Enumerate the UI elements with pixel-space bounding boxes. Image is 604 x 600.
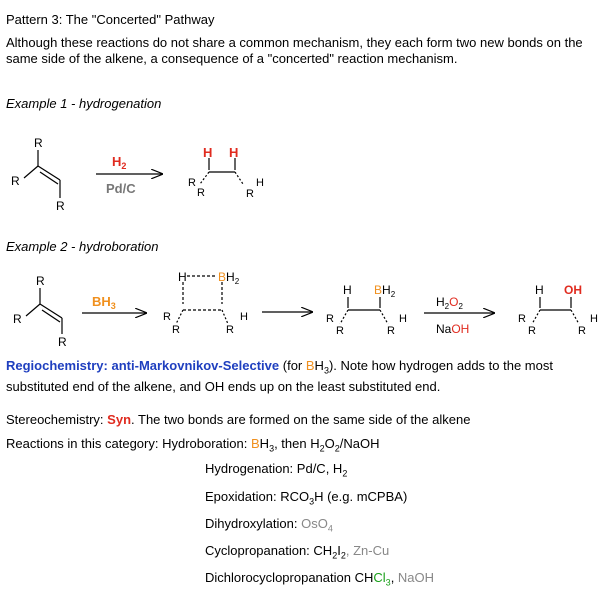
ex2-reagent-H2O2: H2O2 (436, 295, 463, 311)
ex2-ts-R2: R (172, 324, 180, 336)
ex1-alkene-R-left: R (11, 174, 20, 188)
ex2-alkene-R-top: R (36, 274, 45, 288)
ex2-alc-R2: R (528, 325, 536, 337)
regio-sub: 3 (323, 365, 329, 376)
reactions-line-dihydroxylation: Dihydroxylation: OsO4 (205, 516, 333, 534)
hydroboration-slash: / (339, 436, 344, 451)
hydroboration-O: O (324, 436, 335, 451)
epoxidation-sub: 3 (309, 496, 315, 507)
ex2-alc-R1: R (518, 313, 526, 325)
hydroboration-H2: H (310, 436, 320, 451)
example-1-heading: Example 1 - hydrogenation (6, 96, 162, 111)
stereo-value: Syn (107, 412, 132, 427)
reactions-line-dichlorocyclopropanation: Dichlorocyclopropanation CHCl3, NaOH (205, 570, 434, 588)
hydroboration-name: Hydroboration: (162, 436, 248, 451)
epoxidation-reagent: RCO (280, 489, 310, 504)
ex1-product-H-right: H (229, 145, 238, 160)
ex1-product-H-left: H (203, 145, 212, 160)
ex2-org-R2: R (336, 325, 344, 337)
dichloro-name: Dichlorocyclopropanation (205, 570, 351, 585)
reactions-label: Reactions in this category: (6, 436, 159, 451)
ex2-org-H: H (343, 283, 352, 297)
cyclopropanation-rest: , Zn-Cu (345, 543, 390, 558)
cyclopropanation-sub1: 2 (332, 550, 338, 561)
reactions-line-hydroboration: Reactions in this category: Hydroboratio… (6, 436, 380, 454)
dichloro-CH: CH (354, 570, 374, 585)
ex1-product-R2: R (197, 187, 205, 199)
hydroboration-H: H (259, 436, 270, 451)
ex2-ts-H2: H (240, 311, 248, 323)
ex2-ts-BH2: BH2 (218, 270, 240, 286)
stereo-rest: . The two bonds are formed on the same s… (131, 412, 471, 427)
regio-B: B (305, 358, 315, 373)
cyclopropanation-sub2: 2 (340, 550, 346, 561)
hydroboration-sub3: 3 (269, 443, 275, 454)
cyclopropanation-CH: CH (313, 543, 333, 558)
ex2-alcohol (531, 297, 580, 325)
ex1-alkene (23, 150, 61, 198)
regiochemistry-paragraph: Regiochemistry: anti-Markovnikov-Selecti… (6, 358, 602, 395)
hydroboration-sub2a: 2 (319, 443, 325, 454)
dihydroxylation-sub: 4 (327, 523, 333, 534)
ex2-org-BH2: BH2 (374, 283, 396, 299)
ex1-alkene-R-top: R (34, 136, 43, 150)
ex2-reagent-BH3: BH3 (92, 294, 116, 311)
ex2-org-R1: R (326, 313, 334, 325)
hydrogenation-reagent: Pd/C, H (296, 461, 343, 476)
hydroboration-sub2b: 2 (334, 443, 340, 454)
cyclopropanation-I: I (337, 543, 341, 558)
epoxidation-rest: H (e.g. mCPBA) (314, 489, 408, 504)
hydroboration-B: B (251, 436, 260, 451)
reactions-line-epoxidation: Epoxidation: RCO3H (e.g. mCPBA) (205, 489, 407, 507)
ex2-ts-R1: R (163, 311, 171, 323)
reactions-line-hydrogenation: Hydrogenation: Pd/C, H2 (205, 461, 347, 479)
hydroboration-NaOH: NaOH (343, 436, 380, 451)
epoxidation-name: Epoxidation: (205, 489, 277, 504)
ex1-alkene-R-bottom: R (56, 199, 65, 213)
ex2-ts-R3: R (226, 324, 234, 336)
hydrogenation-name: Hydrogenation: (205, 461, 294, 476)
regio-selectivity: anti-Markovnikov-Selective (111, 358, 280, 373)
ex2-alkene (25, 288, 63, 334)
hydroboration-then: , then (274, 436, 311, 451)
ex2-ts-H: H (178, 270, 187, 284)
stereo-label: Stereochemistry: (6, 412, 104, 427)
ex2-org-R3: R (387, 325, 395, 337)
dihydroxylation-name: Dihydroxylation: (205, 516, 298, 531)
stereochemistry-line: Stereochemistry: Syn. The two bonds are … (6, 412, 470, 427)
ex2-reagent-NaOH: NaOH (436, 322, 469, 336)
dichloro-sub: 3 (385, 577, 391, 588)
intro-paragraph: Although these reactions do not share a … (6, 35, 583, 66)
page-title: Pattern 3: The "Concerted" Pathway (6, 12, 215, 27)
hydrogenation-sub: 2 (342, 468, 348, 479)
ex1-reagent-H2: H2 (112, 154, 126, 171)
dihydroxylation-reagent: OsO (301, 516, 328, 531)
ex1-product-H3: H (256, 177, 264, 189)
regio-label: Regiochemistry: (6, 358, 108, 373)
example-2-heading: Example 2 - hydroboration (6, 239, 159, 254)
ex2-alc-R3: R (578, 325, 586, 337)
ex2-alkene-R-bottom: R (58, 335, 67, 349)
ex1-product (199, 158, 244, 185)
ex1-reagent-PdC: Pd/C (106, 181, 136, 196)
ex2-alc-H: H (535, 283, 544, 297)
regio-paren-open: (for (282, 358, 306, 373)
dichloro-NaOH: NaOH (397, 570, 435, 585)
regio-H: H (314, 358, 324, 373)
ex2-alc-H2: H (590, 313, 598, 325)
ex2-alkene-R-left: R (13, 312, 22, 326)
dichloro-comma: , (390, 570, 398, 585)
ex1-product-R1: R (188, 177, 196, 189)
cyclopropanation-name: Cyclopropanation: (205, 543, 310, 558)
ex2-org-H2: H (399, 313, 407, 325)
regio-paren-close: ). (328, 358, 337, 373)
ex2-organoborane (339, 297, 389, 325)
ex1-product-R3: R (246, 188, 254, 200)
reactions-line-cyclopropanation: Cyclopropanation: CH2I2, Zn-Cu (205, 543, 389, 561)
ex2-alc-OH: OH (564, 283, 582, 297)
dichloro-Cl: Cl (373, 570, 386, 585)
ex2-transition-state (175, 275, 229, 325)
regio-rest: Note how hydrogen adds to the most subst… (6, 358, 553, 394)
